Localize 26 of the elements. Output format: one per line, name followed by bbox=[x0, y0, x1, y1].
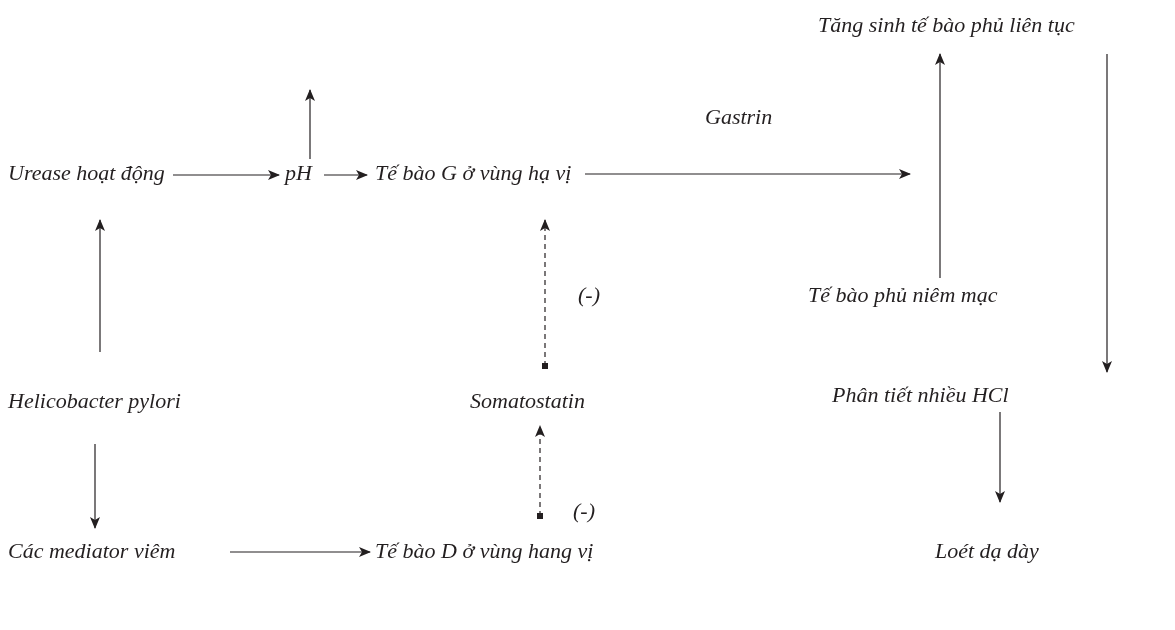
arrow bbox=[90, 443, 100, 529]
node-text: Urease hoạt động bbox=[8, 160, 165, 185]
arrow bbox=[95, 219, 105, 353]
arrow bbox=[305, 89, 315, 160]
arrow bbox=[323, 170, 368, 180]
node-text: Somatostatin bbox=[470, 388, 585, 413]
arrow bbox=[1102, 53, 1112, 373]
dashed-arrow bbox=[535, 425, 545, 519]
edge-label: Gastrin bbox=[705, 104, 773, 130]
arrow bbox=[935, 53, 945, 279]
arrow bbox=[584, 169, 911, 179]
node-text: Loét dạ dày bbox=[935, 538, 1039, 563]
sign-label: (-) bbox=[573, 498, 595, 524]
node-text: Phân tiết nhiều HCl bbox=[832, 382, 1009, 407]
arrow bbox=[995, 411, 1005, 503]
node-text: Tế bào D ở vùng hang vị bbox=[375, 538, 594, 563]
node-text: Helicobacter pylori bbox=[8, 388, 181, 413]
node-text: Các mediator viêm bbox=[8, 538, 176, 563]
node-text: Tế bào phủ niêm mạc bbox=[808, 282, 998, 307]
node-text: pH bbox=[285, 160, 312, 185]
arrow bbox=[229, 547, 371, 557]
sign-label: (-) bbox=[578, 282, 600, 308]
dashed-arrow bbox=[540, 219, 550, 369]
node-text: Tế bào G ở vùng hạ vị bbox=[375, 160, 572, 185]
arrow bbox=[172, 170, 280, 180]
node-text: Tăng sinh tế bào phủ liên tục bbox=[818, 12, 1075, 37]
